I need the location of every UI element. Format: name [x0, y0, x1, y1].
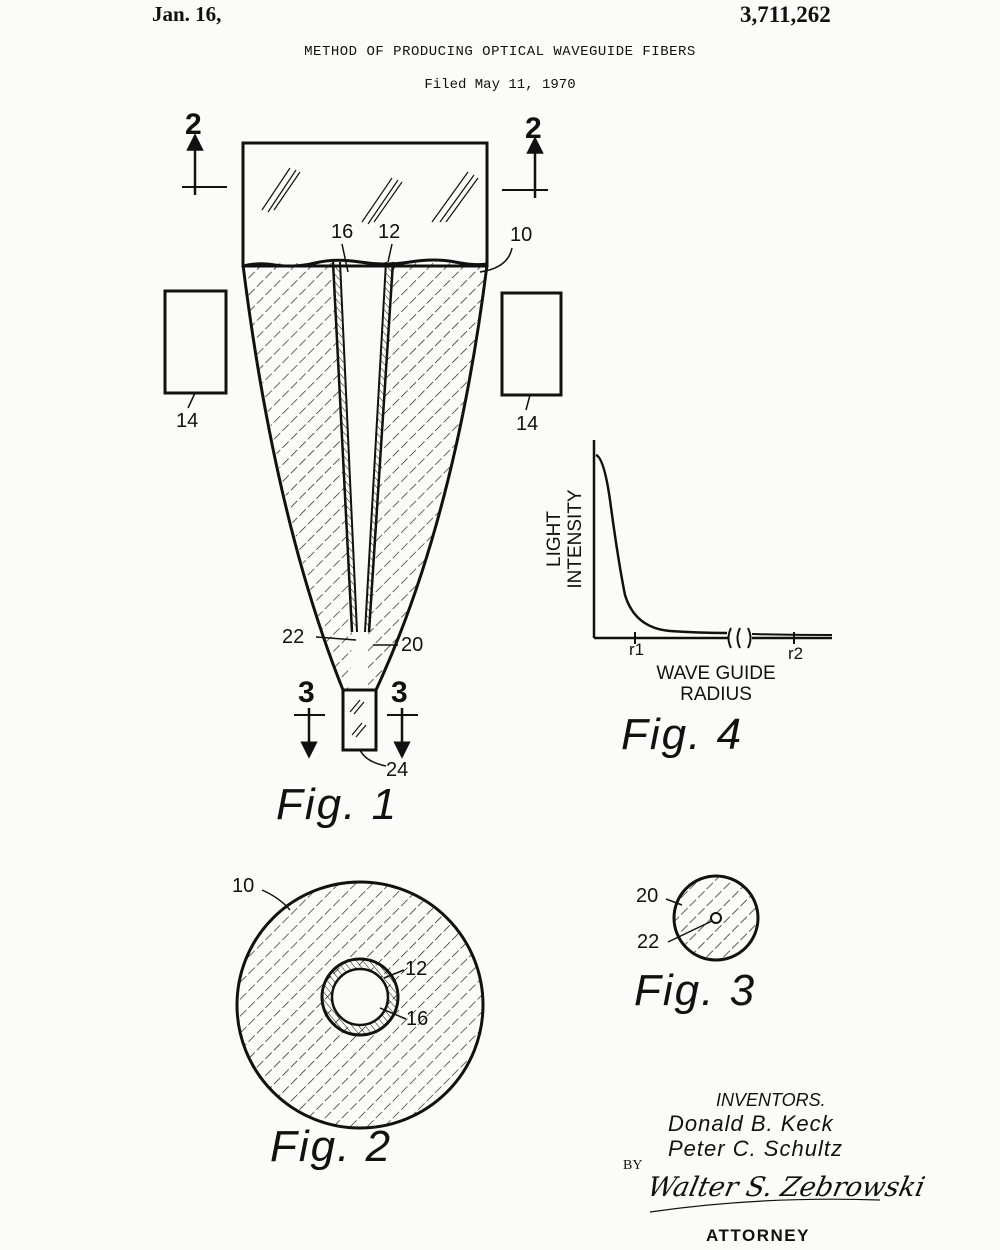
fig4-x-axis-label: WAVE GUIDE RADIUS [656, 663, 776, 705]
fig1-drawing [163, 133, 563, 767]
inventors-label: INVENTORS. [716, 1090, 826, 1110]
attorney-label: ATTORNEY [706, 1226, 810, 1245]
inventor-1-name: Donald B. Keck [668, 1111, 834, 1136]
fig3-caption: Fig. 3 [634, 966, 757, 1015]
fig4-tick-label-r2: r2 [788, 644, 804, 663]
fig2-drawing [235, 880, 485, 1130]
fig1-caption: Fig. 1 [276, 780, 399, 829]
fig2-label-12: 12 [405, 958, 428, 980]
fig3-label-22: 22 [637, 931, 660, 953]
fig1-label-22: 22 [282, 626, 305, 648]
fig4-y-axis-label: LIGHT INTENSITY [544, 489, 586, 589]
fig1-section-mark-2-left: 2 [185, 108, 202, 141]
fig1-glass-reflections [261, 167, 479, 225]
fig1-label-10: 10 [510, 224, 533, 246]
fig3-label-20: 20 [636, 885, 659, 907]
fig1-label-16: 16 [331, 221, 354, 243]
fig4-caption: Fig. 4 [621, 710, 744, 759]
fig4-intensity-curve [595, 453, 728, 635]
fig3-drawing [665, 874, 760, 962]
fig1-heater-right [500, 291, 563, 397]
signature-flourish [649, 1198, 881, 1213]
fig2-label-16: 16 [406, 1008, 429, 1030]
fig1-section-mark-2-right: 2 [525, 112, 542, 145]
fig2-caption: Fig. 2 [270, 1122, 393, 1171]
by-label: BY [623, 1158, 643, 1173]
fig1-label-20: 20 [401, 634, 424, 656]
fig4-tick-label-r1: r1 [629, 640, 645, 659]
inventor-2-name: Peter C. Schultz [668, 1136, 843, 1161]
header-date: Jan. 16, [152, 2, 222, 26]
fig1-label-12: 12 [378, 221, 401, 243]
fig4-chart [592, 440, 833, 649]
filed-date: Filed May 11, 1970 [424, 77, 576, 93]
fig2-label-10: 10 [232, 875, 255, 897]
fig1-label-24: 24 [386, 759, 409, 781]
attorney-signature: Walter S. Zebrowski [644, 1172, 928, 1203]
fig1-section-mark-3-right: 3 [391, 676, 408, 709]
patent-title: METHOD OF PRODUCING OPTICAL WAVEGUIDE FI… [304, 44, 696, 60]
patent-number: 3,711,262 [740, 2, 831, 27]
fig1-label-14-left: 14 [176, 410, 199, 432]
fig1-section-mark-3-left: 3 [298, 676, 315, 709]
fig1-label-14-right: 14 [516, 413, 539, 435]
fig1-top-block [241, 141, 489, 268]
fig1-heater-left [163, 289, 228, 395]
